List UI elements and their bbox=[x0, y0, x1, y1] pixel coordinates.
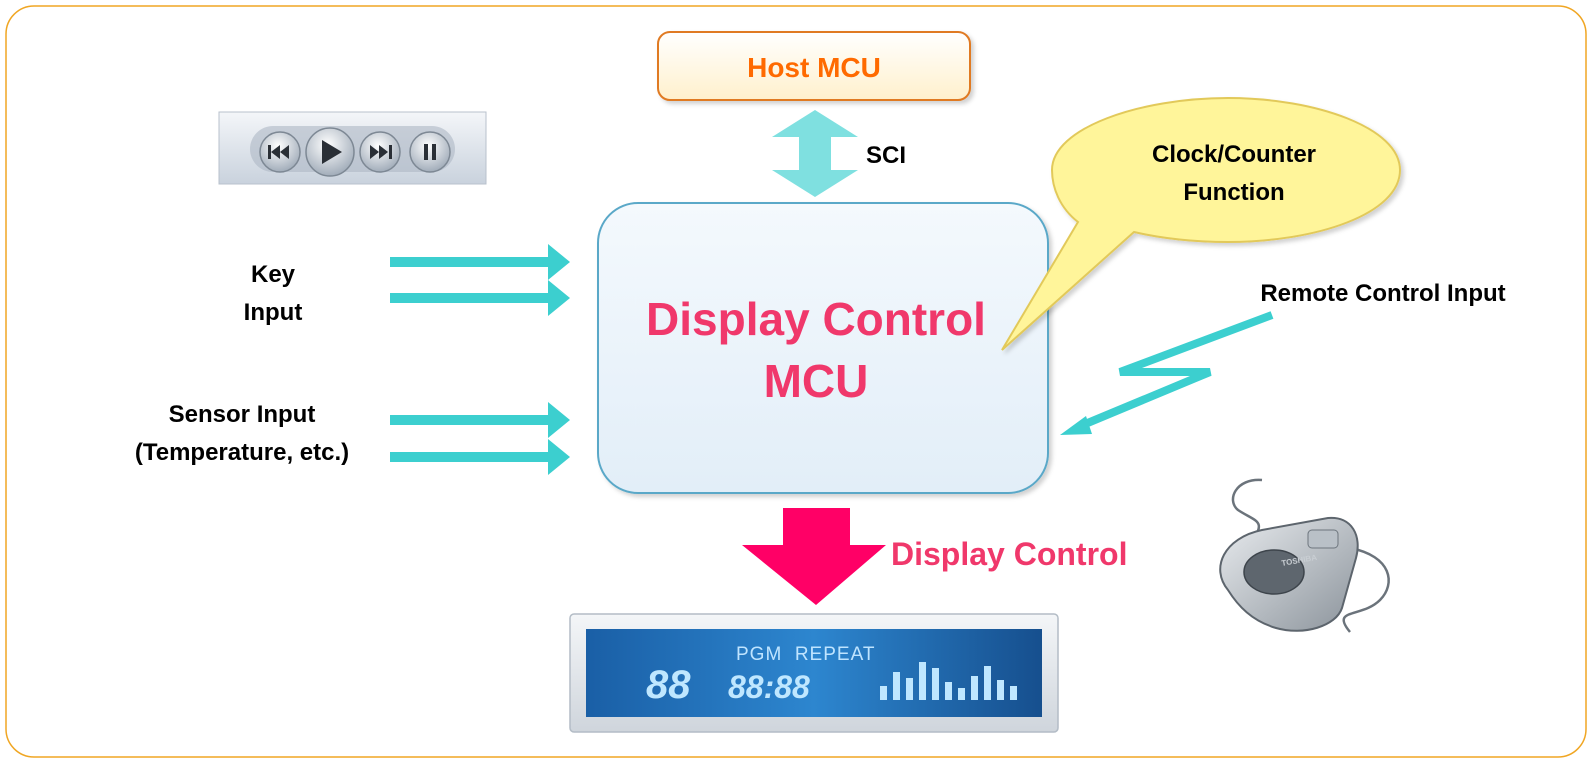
equalizer-bar bbox=[984, 666, 991, 700]
display-control-label: Display Control bbox=[891, 536, 1127, 572]
lcd-time: 88:88 bbox=[728, 669, 810, 705]
callout-line2: Function bbox=[1183, 179, 1284, 206]
equalizer-bar bbox=[932, 668, 939, 700]
equalizer-bar bbox=[958, 688, 965, 700]
equalizer-bar bbox=[1010, 686, 1017, 700]
sci-label: SCI bbox=[866, 142, 906, 169]
previous-track-icon bbox=[259, 131, 301, 173]
display-control-mcu-box bbox=[597, 202, 1049, 494]
lcd-track-number: 88 bbox=[646, 663, 691, 707]
remote-control-input-label: Remote Control Input bbox=[1260, 280, 1505, 307]
portable-player-device: TOSHIBA bbox=[1219, 478, 1390, 633]
lcd-equalizer bbox=[880, 662, 1017, 700]
equalizer-bar bbox=[945, 682, 952, 700]
equalizer-bar bbox=[880, 686, 887, 700]
mcu-title-line2: MCU bbox=[764, 355, 869, 407]
key-input-arrow-2 bbox=[390, 280, 570, 316]
remote-signal-zigzag-arrow bbox=[1060, 311, 1274, 435]
sensor-input-label-line1: Sensor Input bbox=[169, 401, 316, 428]
key-input-arrow-1 bbox=[390, 244, 570, 280]
display-control-down-arrow bbox=[742, 508, 886, 605]
play-icon bbox=[305, 127, 355, 177]
sensor-input-arrow-1 bbox=[390, 402, 570, 438]
host-mcu-label: Host MCU bbox=[747, 52, 881, 83]
lcd-indicators: PGM REPEAT bbox=[736, 644, 875, 665]
sensor-input-label-line2: (Temperature, etc.) bbox=[135, 439, 349, 466]
host-mcu-box bbox=[657, 31, 971, 101]
lcd-display: PGM REPEAT 88 88:88 bbox=[569, 613, 1059, 733]
equalizer-bar bbox=[971, 676, 978, 700]
mcu-title-line1: Display Control bbox=[646, 293, 986, 345]
media-player-controls bbox=[218, 111, 487, 185]
sci-double-arrow bbox=[772, 110, 858, 197]
callout-line1: Clock/Counter bbox=[1152, 141, 1316, 168]
clock-counter-callout bbox=[1001, 96, 1402, 351]
sensor-input-arrow-2 bbox=[390, 439, 570, 475]
equalizer-bar bbox=[906, 678, 913, 700]
equalizer-bar bbox=[919, 662, 926, 700]
pause-icon bbox=[409, 131, 451, 173]
key-input-label-line1: Key bbox=[251, 261, 296, 288]
equalizer-bar bbox=[997, 680, 1004, 700]
key-input-label-line2: Input bbox=[244, 299, 303, 326]
next-track-icon bbox=[359, 131, 401, 173]
equalizer-bar bbox=[893, 672, 900, 700]
